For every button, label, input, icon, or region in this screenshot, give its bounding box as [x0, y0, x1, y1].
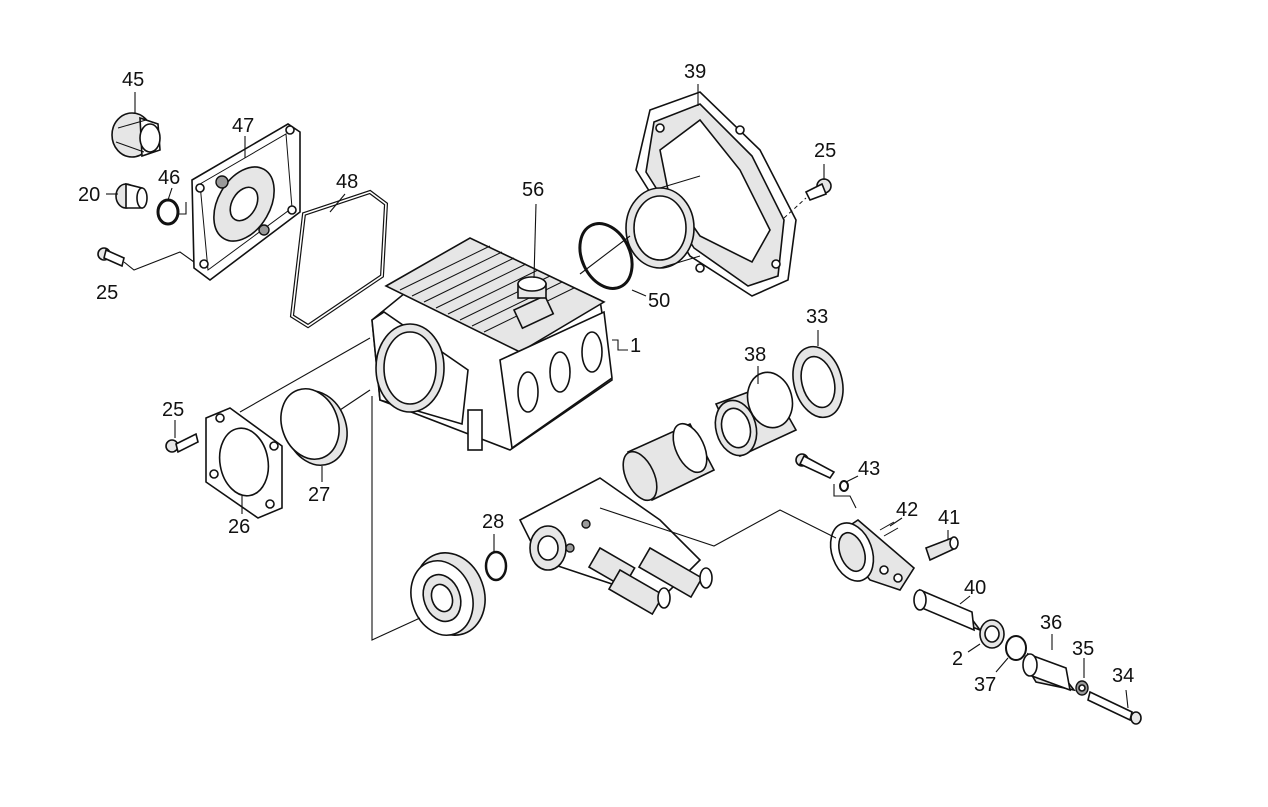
part-25-screw-a [97, 247, 125, 268]
part-37-washer [1005, 635, 1027, 661]
callout-48: 48 [336, 171, 358, 193]
crankshaft-assembly [518, 477, 713, 616]
callout-38: 38 [744, 344, 766, 366]
callout-41: 41 [938, 507, 960, 529]
part-35-small-washer [1075, 680, 1089, 696]
part-40-piston-guide [913, 588, 983, 632]
callout-47: 47 [232, 115, 254, 137]
part-25-screw-b [804, 178, 832, 202]
part-47-cover-plate [191, 123, 301, 282]
part-1-pump-housing [371, 237, 613, 451]
callout-33: 33 [806, 306, 828, 328]
part-28-circlip [484, 550, 508, 582]
callout-28: 28 [482, 511, 504, 533]
part-36-plunger [1022, 652, 1076, 692]
ball-bearing [410, 552, 486, 636]
callout-20: 20 [78, 184, 100, 206]
part-41-pin [924, 536, 959, 562]
part-26-flange-plate [205, 407, 283, 519]
part-46-o-ring [156, 198, 180, 226]
part-48-gasket [289, 189, 389, 329]
callout-46: 46 [158, 167, 180, 189]
part-45-plug [111, 112, 161, 158]
part-50-o-ring [578, 222, 634, 290]
callout-50: 50 [648, 290, 670, 312]
part-27-cap-disc [280, 388, 348, 466]
shaft-sleeve [622, 422, 716, 502]
callout-40: 40 [964, 577, 986, 599]
callout-25-a: 25 [96, 282, 118, 304]
callout-27: 27 [308, 484, 330, 506]
callout-43: 43 [858, 458, 880, 480]
part-34-long-bolt [1087, 690, 1142, 725]
part-39-flange [625, 91, 797, 297]
callout-25-c: 25 [162, 399, 184, 421]
part-43-bolt [795, 453, 849, 492]
part-42-connecting-rod [829, 518, 916, 591]
callout-1: 1 [630, 335, 641, 357]
part-38-needle-bearing [714, 371, 798, 458]
callout-35: 35 [1072, 638, 1094, 660]
part-20-plug [115, 182, 148, 209]
leader-lines [106, 84, 1129, 709]
callout-labels: 45 47 20 46 25 48 56 50 39 25 1 33 38 25… [78, 61, 1134, 696]
part-2-seal-ring [979, 619, 1005, 649]
part-33-seal [792, 345, 844, 419]
callout-2: 2 [952, 648, 963, 670]
callout-56: 56 [522, 179, 544, 201]
callout-26: 26 [228, 516, 250, 538]
part-25-screw-c [165, 432, 199, 454]
part-56-oil-cap [517, 276, 547, 299]
callout-34: 34 [1112, 665, 1134, 687]
callout-25-b: 25 [814, 140, 836, 162]
callout-45: 45 [122, 69, 144, 91]
callout-39: 39 [684, 61, 706, 83]
callout-37: 37 [974, 674, 996, 696]
callout-42: 42 [896, 499, 918, 521]
callout-36: 36 [1040, 612, 1062, 634]
